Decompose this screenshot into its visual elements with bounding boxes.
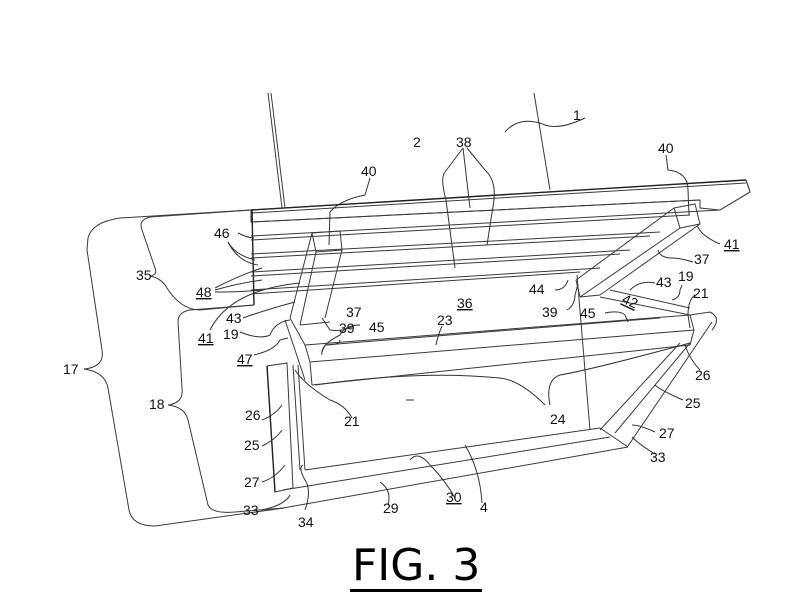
- ref-label-21-left: 21: [344, 413, 360, 429]
- ref-label-4: 4: [480, 499, 488, 515]
- ref-label-40-left: 40: [361, 163, 377, 179]
- ref-label-37-left: 37: [346, 304, 362, 320]
- ref-label-39-right: 39: [542, 304, 558, 320]
- ref-label-25-right: 25: [685, 395, 701, 411]
- roof-rails: [251, 180, 750, 305]
- ref-label-48: 48: [196, 284, 212, 300]
- ref-label-45-right: 45: [580, 305, 596, 321]
- reference-labels: 1 2 38 40 40 46 35 48 41 41 37 37 36 44 …: [63, 107, 740, 530]
- ref-label-43-left: 43: [226, 310, 242, 326]
- ref-label-25-left: 25: [244, 437, 260, 453]
- ref-label-35: 35: [136, 267, 152, 283]
- ref-label-47: 47: [237, 351, 253, 367]
- ref-label-19-right: 19: [678, 268, 694, 284]
- leader-lines: [210, 118, 720, 510]
- ref-label-34: 34: [298, 514, 314, 530]
- ref-label-18: 18: [149, 396, 165, 412]
- ref-label-19-left: 19: [223, 326, 239, 342]
- ref-label-26-right: 26: [695, 367, 711, 383]
- vertical-pole-left: [268, 93, 285, 208]
- figure-caption: FIG. 3: [350, 543, 482, 592]
- ref-label-23: 23: [437, 312, 453, 328]
- ref-label-39-left: 39: [339, 320, 355, 336]
- ref-label-38: 38: [456, 134, 472, 150]
- ref-label-29: 29: [383, 500, 399, 516]
- left-leg: [267, 363, 305, 492]
- vertical-pole-right: [534, 93, 550, 190]
- ref-label-37-right: 37: [694, 251, 710, 267]
- ref-label-42: 42: [620, 290, 641, 311]
- ref-label-27-right: 27: [659, 425, 675, 441]
- ref-label-44: 44: [529, 281, 545, 297]
- ref-label-33-left: 33: [243, 502, 259, 518]
- ref-label-24: 24: [550, 411, 566, 427]
- ref-label-36: 36: [457, 295, 473, 311]
- support-post-left: [290, 231, 342, 325]
- ref-label-41-right: 41: [724, 236, 740, 252]
- ref-label-45-left: 45: [369, 319, 385, 335]
- ref-label-26-left: 26: [245, 407, 261, 423]
- ref-label-2: 2: [413, 134, 421, 150]
- ref-label-1: 1: [573, 107, 581, 123]
- ref-label-41-left: 41: [198, 330, 214, 346]
- ref-label-40-right: 40: [658, 140, 674, 156]
- ref-label-21-right: 21: [693, 285, 709, 301]
- ref-label-30: 30: [446, 489, 462, 505]
- ref-label-43-right: 43: [656, 274, 672, 290]
- ref-label-33-right: 33: [650, 449, 666, 465]
- ref-label-27-left: 27: [244, 474, 260, 490]
- ref-label-17: 17: [63, 361, 79, 377]
- ref-label-46: 46: [214, 225, 230, 241]
